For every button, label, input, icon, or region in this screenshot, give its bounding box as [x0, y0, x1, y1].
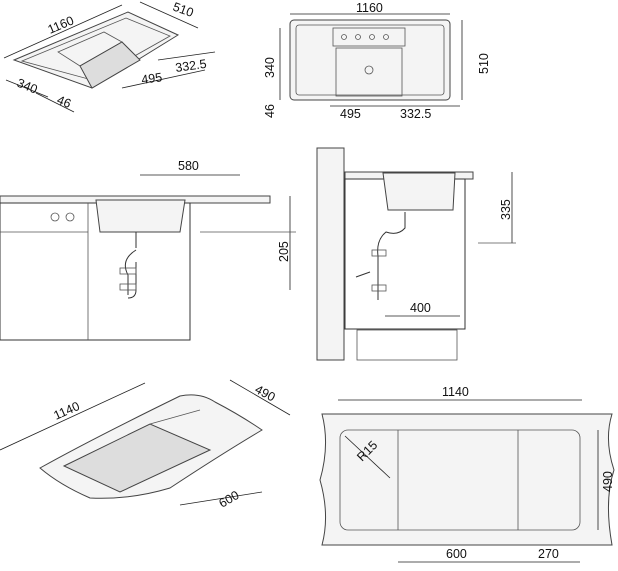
side-section-view: 335 400	[316, 147, 516, 361]
side-dim-400: 400	[410, 301, 431, 315]
cutout-dim-1140: 1140	[442, 385, 469, 399]
plan-sink-view: 1160 510 340 46 495 332.5	[263, 1, 491, 121]
cutout-dim-600: 600	[446, 547, 467, 561]
plan-dim-510: 510	[477, 53, 491, 74]
front-dim-580: 580	[178, 159, 199, 173]
plan-dim-340: 340	[263, 57, 277, 78]
dim-340: 340	[15, 76, 40, 97]
dim-46: 46	[55, 93, 73, 111]
plan-dim-46: 46	[263, 104, 277, 118]
plan-dim-332-5: 332.5	[400, 107, 431, 121]
dim-495: 495	[140, 70, 163, 87]
dim-510: 510	[171, 0, 195, 20]
plan-dim-495: 495	[340, 107, 361, 121]
cutout-plan-view: 1140 490 R15 600 270	[319, 385, 615, 563]
front-section-view: 580 205	[0, 159, 296, 341]
iso-dim-600: 600	[217, 488, 242, 511]
iso-sink-view: 1160 510 332.5 495 340 46	[3, 0, 216, 113]
dim-332-5: 332.5	[174, 57, 207, 75]
front-dim-205: 205	[277, 241, 291, 262]
iso-cutout-view: 1140 490 600	[0, 379, 291, 511]
cutout-dim-270: 270	[538, 547, 559, 561]
cutout-dim-490: 490	[601, 471, 615, 492]
side-dim-335: 335	[499, 199, 513, 220]
plan-dim-1160: 1160	[356, 1, 383, 15]
iso-dim-490: 490	[253, 382, 278, 404]
dim-1160: 1160	[46, 13, 76, 36]
